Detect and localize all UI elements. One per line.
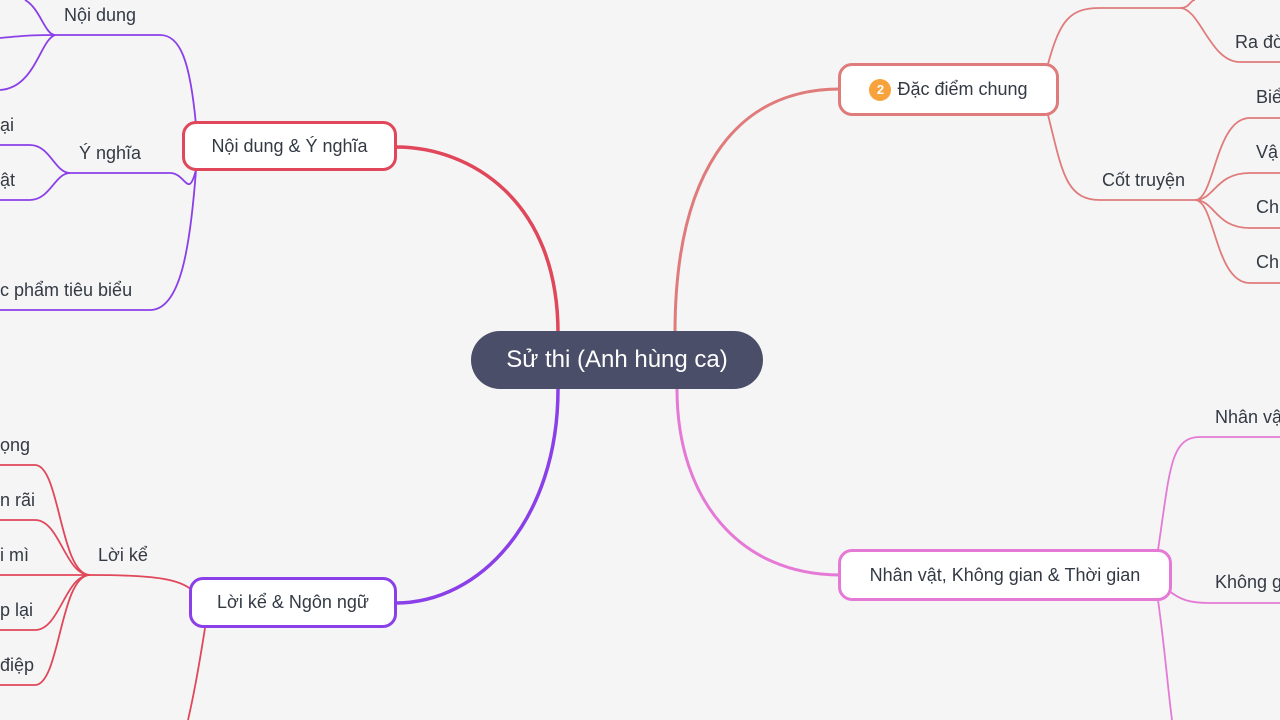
leaf-y-nghia-1[interactable]: ại [0,115,15,135]
leaf-cot-truyen-3[interactable]: Ch [1256,197,1280,217]
branch-label: Đặc điểm chung [897,79,1028,99]
leaf-loi-ke-4[interactable]: p lại [0,600,34,620]
leaf-cot-truyen-4[interactable]: Ch [1256,252,1280,272]
subtopic-nhan-vat[interactable]: Nhân vậ [1215,407,1280,427]
leaf-loi-ke-3[interactable]: i mì [0,545,29,565]
root-node[interactable]: Sử thi (Anh hùng ca) [471,331,763,389]
connector-root-nhan-vat [675,388,841,577]
leaf-loi-ke-2[interactable]: n rãi [0,490,36,510]
loi-ke-subtree-lines [0,464,206,720]
branch-noi-dung-y-nghia[interactable]: Nội dung & Ý nghĩa [182,121,397,171]
leaf-cot-truyen-2[interactable]: Vậ [1256,142,1279,162]
branch-label: Lời kể & Ngôn ngữ [217,592,369,612]
subtopic-khong-gian[interactable]: Không g [1215,572,1280,592]
subtopic-cot-truyen[interactable]: Cốt truyện [1102,170,1186,190]
subtopic-ra-doi[interactable]: Ra đờ [1235,32,1280,52]
leaf-loi-ke-5[interactable]: điệp [0,655,35,675]
root-label: Sử thi (Anh hùng ca) [506,346,728,373]
priority-badge: 2 [869,78,892,101]
leaf-y-nghia-2[interactable]: ật [0,170,16,190]
connector-root-dac-diem [673,87,841,334]
dac-diem-subtree-lines [1047,0,1280,284]
branch-label: Nội dung & Ý nghĩa [211,135,368,156]
subtopic-loi-ke[interactable]: Lời kể [98,545,148,565]
branch-label: Nhân vật, Không gian & Thời gian [869,564,1141,585]
subtopic-noi-dung[interactable]: Nội dung [64,5,137,25]
noi-dung-subtree-lines [0,0,197,311]
connector-root-loi-ke [395,388,560,605]
leaf-loi-ke-1[interactable]: ọng [0,435,31,455]
nhan-vat-subtree-lines [1157,436,1280,720]
leaf-cot-truyen-1[interactable]: Biể [1256,87,1280,107]
subtopic-tac-pham[interactable]: c phẩm tiêu biểu [0,280,133,300]
subtopic-y-nghia[interactable]: Ý nghĩa [79,143,142,163]
branch-nhan-vat-khong-gian[interactable]: Nhân vật, Không gian & Thời gian [838,549,1172,601]
connector-root-noi-dung [395,145,560,334]
branch-loi-ke-ngon-ngu[interactable]: Lời kể & Ngôn ngữ [189,577,397,628]
branch-dac-diem-chung[interactable]: 2 Đặc điểm chung [838,63,1059,116]
